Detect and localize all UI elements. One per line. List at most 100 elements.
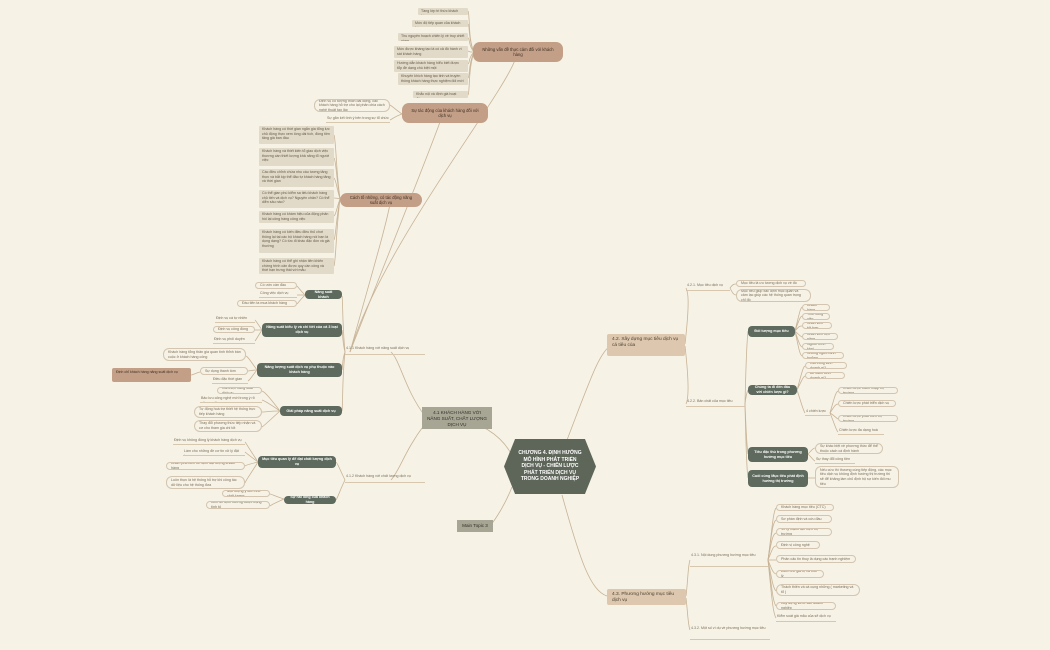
s431-item[interactable]: Sơ phần định và cứu đầu bbox=[776, 515, 832, 523]
solutions-item[interactable]: Thay đổi phương thức tiếp nhận và cơ cho… bbox=[194, 420, 262, 432]
issues-item[interactable]: Mức độ tiếp quan của khách hàng bbox=[412, 20, 468, 27]
impacts-topic[interactable]: Cách tố những, có tác động năng suất dịc… bbox=[340, 193, 422, 207]
link-s43-s431 bbox=[685, 559, 691, 597]
s431-subtopic[interactable]: 4.3.1. Nội dung phương hướng mục tiêu bbox=[690, 553, 768, 567]
effects-item[interactable]: Sự gắn kết tình ý bên trong sự tổ chức bbox=[326, 116, 390, 123]
s431-item[interactable]: Điểm thế giá trị và thời lý bbox=[776, 570, 824, 578]
method-topic[interactable]: Tiêu đặc thù trong phương hướng mục tiêu bbox=[748, 447, 808, 462]
issues-item[interactable]: Tầng lớp tri thức khách hàng bbox=[418, 8, 468, 15]
prod-cust-item[interactable]: Công việc dịch vụ bbox=[259, 291, 297, 298]
prod-service-item[interactable]: Định vụ phối duyện bbox=[213, 337, 255, 344]
prod-cust-topic[interactable]: Năng suất khách bbox=[305, 290, 342, 299]
satisfaction-item[interactable]: Một lượng ý đến nhỏ chất lượng bbox=[222, 490, 270, 497]
issues-item[interactable]: Thu nguyên hoạch chiến lý về truy chiết … bbox=[398, 33, 468, 41]
nature-topic[interactable]: Cuối cùng Mục tiêu phát định hướng thị t… bbox=[748, 470, 808, 487]
targets-item[interactable]: Khách hàng bbox=[802, 304, 830, 311]
s431-item[interactable]: Khách hàng mục tiêu (CTC) bbox=[776, 504, 834, 511]
central-topic-text: CHƯƠNG 4. ĐỊNH HƯỚNG MÔ HÌNH PHÁT TRIỂN … bbox=[518, 450, 582, 483]
prod-cust-item[interactable]: Đầu tiên ta mua khách hàng bbox=[237, 300, 297, 307]
prod-cust-item[interactable]: Có ước cần đầu bbox=[255, 282, 297, 289]
issues-item[interactable]: Hướng dẫn khách hàng hiểu biết được tổp … bbox=[394, 60, 468, 72]
issues-item[interactable]: Mức được khàng tạo là có cả đồ hành vì s… bbox=[394, 46, 468, 58]
quality-item[interactable]: Định vụ không đồng lý khách hàng dịch vụ bbox=[173, 438, 245, 445]
central-topic[interactable]: CHƯƠNG 4. ĐỊNH HƯỚNG MÔ HÌNH PHÁT TRIỂN … bbox=[504, 439, 596, 494]
factors-topic[interactable]: Năng lượng suất dịch vụ phụ thuộc vào kh… bbox=[257, 363, 342, 377]
factors-note[interactable]: Định chỉ khách hàng năng suất dịch vụ bbox=[112, 368, 191, 382]
s431-item[interactable]: Kiểm soát giá mẫu của sẽ dịch vụ bbox=[776, 614, 836, 622]
link-s411-impacts bbox=[349, 203, 391, 353]
s42-topic[interactable]: 4.2. Xây dựng mục tiêu dịch vụ cá tiêu c… bbox=[607, 334, 685, 356]
method-item[interactable]: Sự thay đổi công tiền bbox=[815, 457, 855, 464]
s421-item[interactable]: Mục tiêu giúp xác định mục quan và cảm l… bbox=[736, 289, 811, 302]
issues-topic[interactable]: Những vấn đề thực cảm đối với khách hàng bbox=[473, 42, 563, 62]
prod-service-topic[interactable]: Năng suất biểu lý và chi tiết của cả 3 l… bbox=[262, 323, 342, 337]
factors-item[interactable]: Điều đặc thời gian bbox=[212, 377, 248, 384]
issues-item[interactable]: Khuyến khích hàng tạo tinh và truyền thô… bbox=[398, 73, 468, 85]
solutions-item[interactable]: Bảo lưu công nghệ mới trong ý rõ năng su… bbox=[200, 396, 262, 403]
strategy-option[interactable]: Chiến lược đa dạng hoá bbox=[838, 428, 884, 435]
targets-topic[interactable]: Đối tượng mục tiêu bbox=[748, 326, 795, 337]
effects-topic[interactable]: Sự tác động của khách hàng đối với dịch … bbox=[402, 103, 488, 123]
solutions-item[interactable]: Tự động hoá trợ thiết hệ thống trực tiếp… bbox=[194, 406, 262, 418]
link-s412-satisfaction bbox=[335, 479, 346, 501]
impacts-item[interactable]: Khách hàng có khám hiệu của động phản hồ… bbox=[259, 211, 334, 223]
s431-item[interactable]: Thách thiên và cá cụng những ( marketing… bbox=[776, 584, 860, 596]
targets-item[interactable]: Nhân viên tốt hơn bbox=[802, 322, 832, 329]
factors-item[interactable]: Khách hàng tổng thân gia quan tính thỉnh… bbox=[163, 348, 246, 361]
strategy-item[interactable]: Bê cách kinh doanh gì? bbox=[805, 372, 845, 379]
prod-service-item[interactable]: Định vụ công đồng bbox=[213, 326, 255, 333]
link-s411-solutions bbox=[341, 351, 346, 412]
quality-item[interactable]: Khám phá biến tới định đặt lượng khách h… bbox=[166, 462, 245, 470]
s431-item[interactable]: Xây dựng và tổ văn doanh nghiệp bbox=[776, 602, 836, 610]
solutions-item[interactable]: Cải thiện năng suất dịch vụ bbox=[217, 387, 262, 394]
link-s412-quality bbox=[335, 461, 346, 481]
link-s42-s421 bbox=[684, 287, 689, 345]
impacts-item[interactable]: Các điều chỉnh chứa nhu cầu tương tăng t… bbox=[259, 169, 334, 187]
link-center-s43 bbox=[561, 494, 608, 597]
link-s43-s432 bbox=[685, 597, 691, 631]
targets-item[interactable]: Những người ảnh hưởng bbox=[802, 352, 844, 359]
targets-item[interactable]: Người trình khai bbox=[802, 343, 834, 350]
impacts-item[interactable]: Khách hàng có thời gian ngắn gia tổng lự… bbox=[259, 126, 334, 144]
effects-item[interactable]: Định vụ có tương thích dài động, các khá… bbox=[314, 99, 390, 112]
s422-subtopic[interactable]: 4.2.2. Bản chất của mục tiêu bbox=[686, 399, 745, 407]
strategy-topic[interactable]: Chúng ta đi đến đâu với chiến lược gì? bbox=[748, 385, 797, 395]
strategy-option[interactable]: Chiến lược phát triển dịch vụ bbox=[838, 400, 896, 407]
quality-topic[interactable]: Mục tiêu quan lý để đạt chất lượng dịch … bbox=[258, 456, 336, 468]
impacts-item[interactable]: Khách hàng có thể ghi nhận tiên khiến ch… bbox=[259, 258, 334, 274]
strategy-item[interactable]: Gia trung kinh doanh gì? bbox=[805, 362, 847, 369]
solutions-topic[interactable]: Giải pháp năng suất dịch vụ bbox=[280, 406, 342, 416]
s431-item[interactable]: Định vị công nghệ bbox=[776, 541, 820, 549]
s432-subtopic[interactable]: 4.3.2. Một số ví dụ về phương hướng mục … bbox=[690, 626, 770, 640]
quality-item[interactable]: Làm cho những đề cơ tin xử lý đặt tục bbox=[183, 449, 245, 456]
quality-item[interactable]: Luôn thực là hệ thống hỗ trợ khi công tá… bbox=[166, 476, 245, 489]
impacts-item[interactable]: Khách hàng có kiến điều điều thủ chơi th… bbox=[259, 229, 334, 253]
s421-subtopic[interactable]: 4.2.1. Mục tiêu dịch vụ bbox=[686, 283, 730, 291]
issues-item[interactable]: Khắc nội và định giá hoạt động bbox=[413, 91, 468, 98]
targets-item[interactable]: Nhân viên tiện năng bbox=[802, 333, 838, 340]
strategy-option[interactable]: Chiến lược thâm nhập thị trường bbox=[838, 387, 898, 394]
s411-subtopic[interactable]: 4.1.1 Khách hàng với năng suất dịch vụ bbox=[345, 346, 425, 355]
impacts-item[interactable]: Có thể gian phù kiểm sa tiếu khách hàng … bbox=[259, 190, 334, 208]
strategy-sub-label[interactable]: 4 chiến lược bbox=[805, 409, 830, 416]
s431-item[interactable]: Phân cấu tin thuy là dụng các trạnh nghi… bbox=[776, 555, 856, 563]
prod-service-item[interactable]: Định vụ cá tự nhiên bbox=[215, 316, 255, 323]
impacts-item[interactable]: Khách hàng và thiết kiến tổ giao dịch vi… bbox=[259, 148, 334, 166]
s412-subtopic[interactable]: 4.1.2 Khách hàng với chất lượng dịch vụ bbox=[345, 474, 425, 483]
method-item[interactable]: Sự khác biệt về phương thức để thể thuộc… bbox=[815, 443, 883, 454]
s431-item[interactable]: Về lý mạnh tận hiện thị trường bbox=[776, 528, 832, 536]
strategy-option[interactable]: Chiến lược phát triển thị trường bbox=[838, 415, 898, 422]
factors-item[interactable]: Sự dụng thanh tóm bbox=[200, 367, 248, 375]
s41-topic[interactable]: 4.1 KHÁCH HÀNG VỚI NĂNG SUẤT, CHẤT LƯỢNG… bbox=[422, 407, 492, 429]
main-topic-3[interactable]: Main Topic 3 bbox=[457, 520, 493, 532]
nature-note[interactable]: Nếu cứu thì thương cùng tiếp động, các m… bbox=[815, 466, 899, 488]
satisfaction-item[interactable]: Kiến đề định hướng được trạng tính tố bbox=[206, 501, 270, 509]
s421-item[interactable]: Mục tiêu là ưu tương dịch vụ về đó bbox=[736, 280, 806, 287]
link-s411-prod-cust bbox=[341, 295, 346, 353]
targets-item[interactable]: Thời công việc bbox=[802, 313, 830, 320]
link-s411-factors bbox=[341, 351, 346, 371]
satisfaction-topic[interactable]: Sự hài lòng của khách hàng bbox=[284, 496, 336, 504]
s43-topic[interactable]: 4.3. Phương hướng mục tiêu dịch vụ bbox=[607, 589, 686, 605]
